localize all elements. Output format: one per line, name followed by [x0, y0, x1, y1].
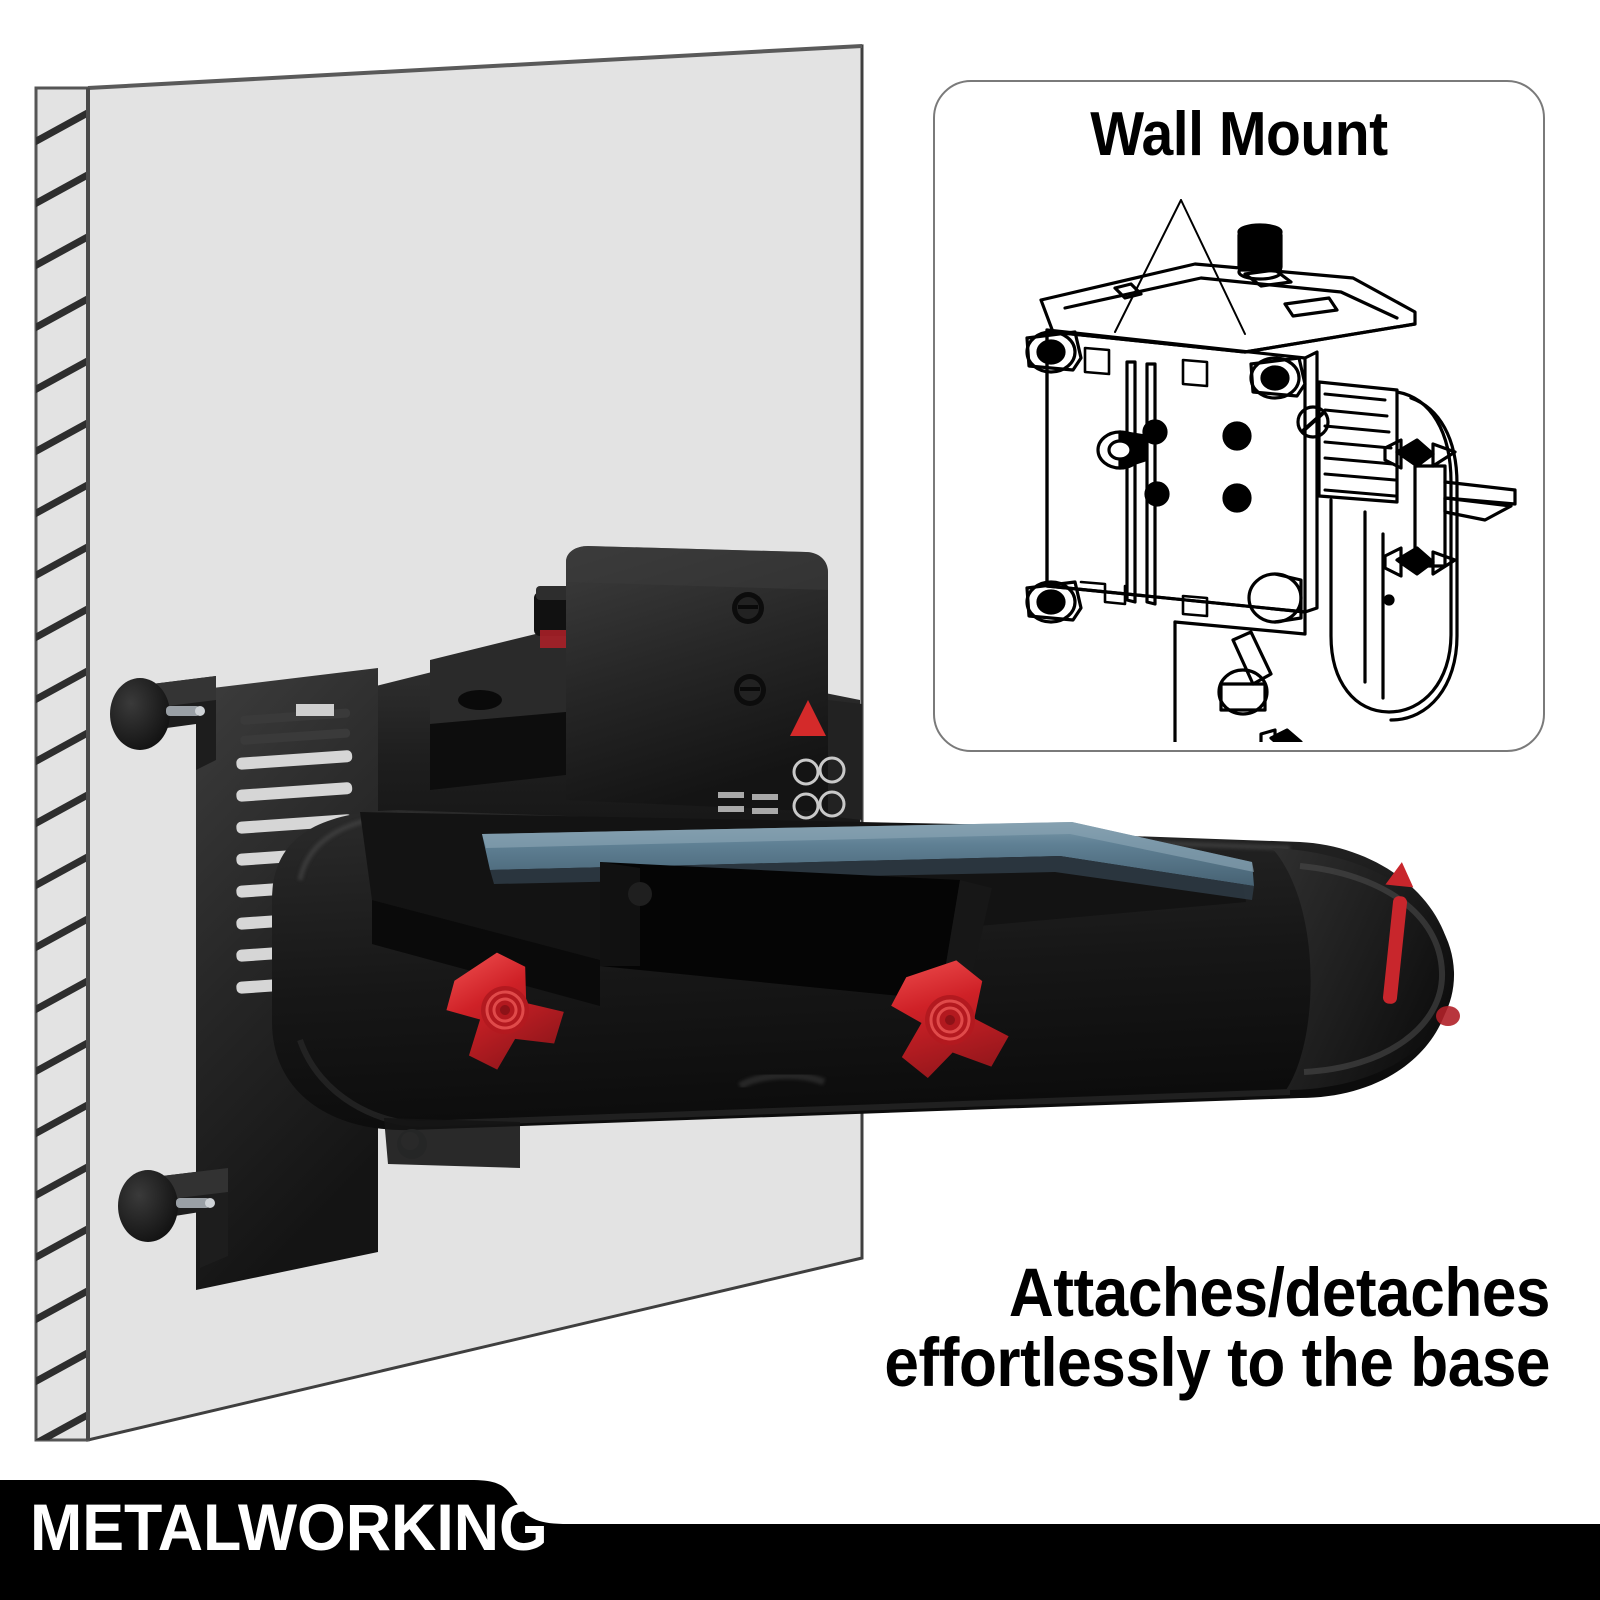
tagline-line-1: Attaches/detaches [1008, 1254, 1551, 1331]
side-bolt [1096, 430, 1147, 470]
label-lines [718, 792, 778, 814]
cooling-fins [1323, 392, 1397, 498]
bottom-roller [1247, 572, 1303, 624]
tagline-line-2: effortlessly to the base [884, 1324, 1550, 1402]
mount-bolt-top-right [1249, 356, 1307, 400]
center-pad [1125, 360, 1157, 606]
work-rest [1413, 464, 1517, 568]
mount-bolt-bottom-left [1025, 580, 1083, 624]
motor-cap [1237, 223, 1283, 281]
mount-bolt-top-left [1025, 330, 1083, 374]
belt-direction-arrow-icon [1382, 862, 1414, 1004]
lower-handle [1217, 630, 1273, 716]
inset-title: Wall Mount [1090, 100, 1388, 169]
plate-slots [1079, 346, 1209, 618]
belt-arm-outline [1329, 390, 1459, 722]
mounting-holes [1144, 421, 1250, 511]
upper-mount-tab [110, 676, 216, 770]
plate-screws [732, 592, 766, 706]
category-banner [0, 1480, 1600, 1600]
speed-dial-icons [792, 756, 846, 820]
wall-top-edge [87, 44, 863, 90]
banner-shape [0, 1480, 1600, 1600]
top-plate [1039, 262, 1417, 354]
upper-rubber-foot [110, 678, 170, 750]
slotted-screw [1296, 405, 1330, 439]
mounting-holes-ring [1142, 419, 1252, 513]
base-bolt [1259, 728, 1303, 742]
category-banner-label: METALWORKING [30, 1490, 548, 1564]
nose-cap [1272, 848, 1460, 1090]
backing-plate [566, 546, 828, 812]
wall-hatch [36, 100, 88, 1440]
lower-rubber-foot [118, 1170, 178, 1242]
wing-nut-lower [1383, 546, 1457, 578]
front-adjust-knob [446, 952, 564, 1070]
lower-body-seam [384, 1118, 520, 1168]
brand-mark [738, 1072, 826, 1090]
wing-nut-upper [1383, 438, 1457, 470]
control-decal-area [718, 700, 862, 820]
wall-mount-inset-panel: Wall Mount [933, 80, 1545, 752]
warning-triangle-icon [790, 700, 826, 736]
tagline: Attaches/detaches effortlessly to the ba… [884, 1254, 1551, 1402]
rear-adjust-knob [891, 960, 1009, 1078]
lower-mount-tab [118, 1168, 228, 1268]
wall-mount-line-drawing [1025, 199, 1517, 742]
